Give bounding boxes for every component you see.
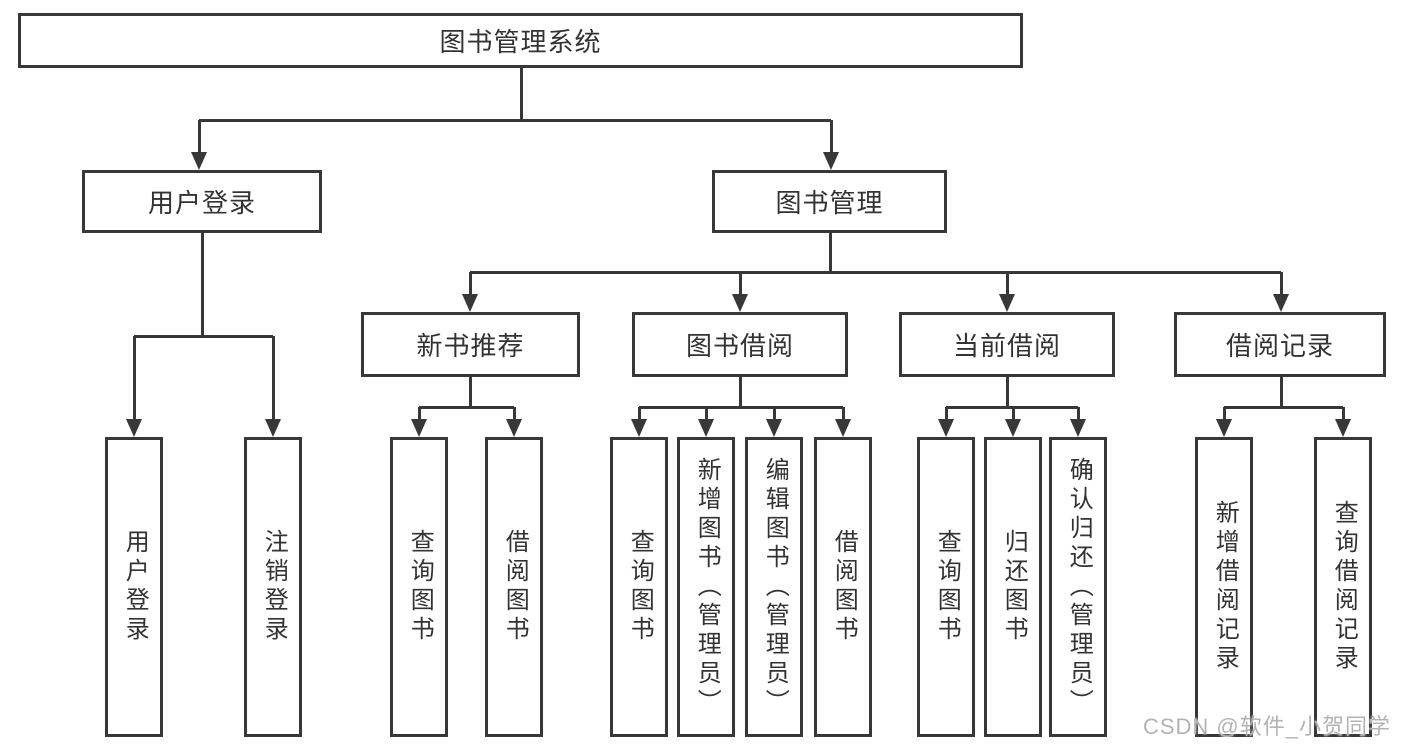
node-label: 确认归还（管理员）	[1065, 456, 1093, 718]
node-label: 用户登录	[121, 529, 149, 645]
node-label: 当前借阅	[952, 331, 1061, 361]
node-leaf-borrow-book-2: 借阅图书	[814, 437, 872, 737]
arrowhead-down-icon	[1335, 419, 1351, 437]
arrowhead-down-icon	[766, 419, 782, 437]
arrowhead-down-icon	[835, 419, 851, 437]
node-leaf-query-borrow-record: 查询借阅记录	[1314, 437, 1372, 737]
connector-line	[197, 120, 201, 156]
connector-line	[637, 407, 641, 422]
connector-line	[417, 407, 421, 422]
node-leaf-add-book-admin: 新增图书（管理员）	[677, 437, 735, 737]
connector-line	[738, 272, 742, 298]
node-leaf-confirm-return-admin: 确认归还（管理员）	[1049, 437, 1107, 737]
node-leaf-query-book-2: 查询图书	[610, 437, 668, 737]
node-leaf-query-book-3: 查询图书	[917, 437, 975, 737]
connector-line	[1341, 407, 1345, 422]
connector-line	[1222, 407, 1226, 422]
connector-line	[639, 405, 843, 409]
arrowhead-down-icon	[631, 419, 647, 437]
connector-line	[772, 407, 776, 422]
csdn-watermark: CSDN @软件_小贺同学	[1142, 714, 1391, 739]
node-label: 查询图书	[406, 529, 434, 645]
connector-line	[1011, 407, 1015, 422]
connector-line	[419, 405, 514, 409]
node-label: 查询图书	[626, 529, 654, 645]
arrowhead-down-icon	[698, 419, 714, 437]
connector-line	[1279, 377, 1283, 408]
arrowhead-down-icon	[938, 419, 954, 437]
arrowhead-down-icon	[265, 419, 281, 437]
arrowhead-down-icon	[411, 419, 427, 437]
node-label: 图书管理系统	[439, 27, 602, 57]
node-label: 查询图书	[933, 529, 961, 645]
connector-line	[704, 407, 708, 422]
arrowhead-down-icon	[823, 152, 839, 170]
connector-line	[1005, 272, 1009, 298]
arrowhead-down-icon	[1005, 419, 1021, 437]
connector-line	[1076, 407, 1080, 422]
node-borrow-record: 借阅记录	[1174, 312, 1386, 377]
node-label: 图书管理	[775, 188, 884, 218]
node-new-book-recommend: 新书推荐	[361, 312, 580, 377]
connector-line	[944, 407, 948, 422]
node-leaf-logout: 注销登录	[244, 437, 302, 737]
arrowhead-down-icon	[1273, 294, 1289, 312]
node-label: 用户登录	[147, 188, 256, 218]
arrowhead-down-icon	[462, 294, 478, 312]
node-label: 新增借阅记录	[1211, 500, 1239, 674]
connector-line	[468, 377, 472, 408]
connector-line	[829, 120, 833, 156]
connector-line	[738, 377, 742, 408]
node-label: 注销登录	[260, 529, 288, 645]
node-leaf-add-borrow-record: 新增借阅记录	[1195, 437, 1253, 737]
arrowhead-down-icon	[1070, 419, 1086, 437]
arrowhead-down-icon	[506, 419, 522, 437]
connector-line	[1279, 272, 1283, 298]
node-label: 归还图书	[1000, 529, 1028, 645]
node-label: 借阅图书	[830, 529, 858, 645]
connector-line	[512, 407, 516, 422]
node-leaf-query-book-1: 查询图书	[390, 437, 448, 737]
connector-line	[271, 336, 275, 423]
node-label: 借阅图书	[501, 529, 529, 645]
connector-line	[1224, 405, 1343, 409]
node-book-management: 图书管理	[712, 170, 947, 233]
connector-line	[468, 272, 472, 298]
arrowhead-down-icon	[126, 419, 142, 437]
arrowhead-down-icon	[191, 152, 207, 170]
connector-line	[519, 68, 523, 120]
arrowhead-down-icon	[732, 294, 748, 312]
node-label: 借阅记录	[1225, 331, 1334, 361]
node-label: 图书借阅	[685, 331, 794, 361]
node-leaf-edit-book-admin: 编辑图书（管理员）	[745, 437, 803, 737]
node-label: 新增图书（管理员）	[693, 456, 721, 718]
node-root: 图书管理系统	[18, 13, 1023, 68]
node-book-borrow: 图书借阅	[632, 312, 848, 377]
node-leaf-return-book: 归还图书	[984, 437, 1042, 737]
connector-line	[841, 407, 845, 422]
node-leaf-user-login: 用户登录	[105, 437, 163, 737]
connector-line	[470, 270, 1281, 274]
arrowhead-down-icon	[999, 294, 1015, 312]
node-user-login: 用户登录	[82, 170, 322, 233]
node-label: 新书推荐	[416, 331, 525, 361]
node-label: 查询借阅记录	[1330, 500, 1358, 674]
connector-line	[132, 336, 136, 423]
connector-line	[200, 233, 204, 336]
node-leaf-borrow-book-1: 借阅图书	[485, 437, 543, 737]
node-current-borrow: 当前借阅	[899, 312, 1115, 377]
node-label: 编辑图书（管理员）	[761, 456, 789, 718]
arrowhead-down-icon	[1216, 419, 1232, 437]
connector-line	[1005, 377, 1009, 408]
connector-line	[828, 233, 832, 272]
connector-line	[199, 118, 831, 122]
connector-line	[134, 334, 273, 338]
